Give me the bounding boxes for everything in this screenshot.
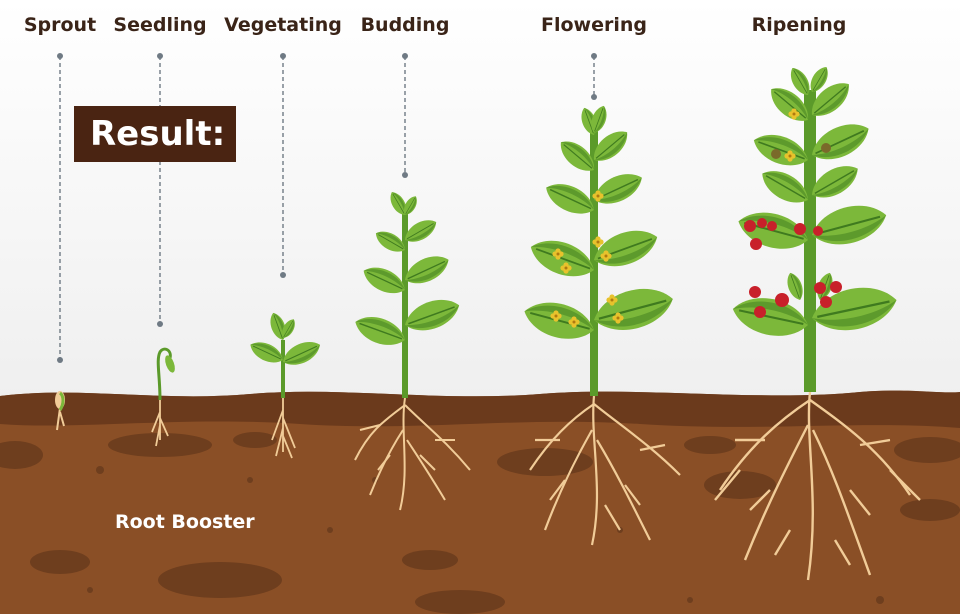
leader-lines: [57, 53, 597, 363]
soil: [0, 391, 960, 614]
plant-flowering-shoot: [520, 104, 678, 396]
result-badge: Result:: [74, 106, 236, 162]
plant-budding-shoot: [351, 189, 464, 398]
plant-ripening-shoot: [729, 64, 901, 392]
root-booster-caption: Root Booster: [115, 511, 255, 533]
